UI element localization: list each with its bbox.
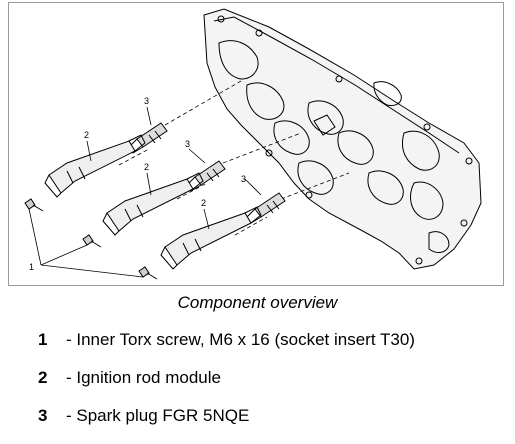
legend-description: - Spark plug FGR 5NQE xyxy=(66,406,250,425)
torx-screw-1 xyxy=(24,198,44,212)
callout-ignition-rod-2: 2 xyxy=(144,162,150,172)
legend-number: 3 xyxy=(38,406,48,425)
spark-plug-3 xyxy=(246,192,286,224)
legend-item: 2 - Ignition rod module xyxy=(38,368,508,406)
legend-item: 1 - Inner Torx screw, M6 x 16 (socket in… xyxy=(38,330,508,368)
leader-lines xyxy=(28,106,262,278)
legend-description: - Ignition rod module xyxy=(66,368,221,387)
exploded-view-illustration xyxy=(24,8,482,280)
ignition-rod-module-1 xyxy=(44,134,146,198)
legend-description: - Inner Torx screw, M6 x 16 (socket inse… xyxy=(66,330,415,349)
callout-ignition-rod-1: 2 xyxy=(84,130,90,140)
cylinder-head xyxy=(203,8,482,270)
legend-item: 3 - Spark plug FGR 5NQE xyxy=(38,406,508,444)
torx-screw-3 xyxy=(138,266,158,280)
callout-spark-plug-3: 3 xyxy=(241,174,247,184)
ignition-rod-module-3 xyxy=(160,206,262,270)
callout-spark-plug-2: 3 xyxy=(185,139,191,149)
callout-screw: 1 xyxy=(29,262,35,272)
legend-number: 1 xyxy=(38,330,48,349)
alignment-lines xyxy=(118,80,350,236)
callout-ignition-rod-3: 2 xyxy=(201,198,207,208)
callout-spark-plug-1: 3 xyxy=(144,96,150,106)
legend-number: 2 xyxy=(38,368,48,387)
figure-caption: Component overview xyxy=(177,293,338,312)
diagram-frame: 1 2 2 2 3 3 3 xyxy=(8,2,504,286)
parts-legend: 1 - Inner Torx screw, M6 x 16 (socket in… xyxy=(38,330,508,444)
torx-screw-2 xyxy=(82,234,102,248)
ignition-rod-module-2 xyxy=(102,172,204,236)
